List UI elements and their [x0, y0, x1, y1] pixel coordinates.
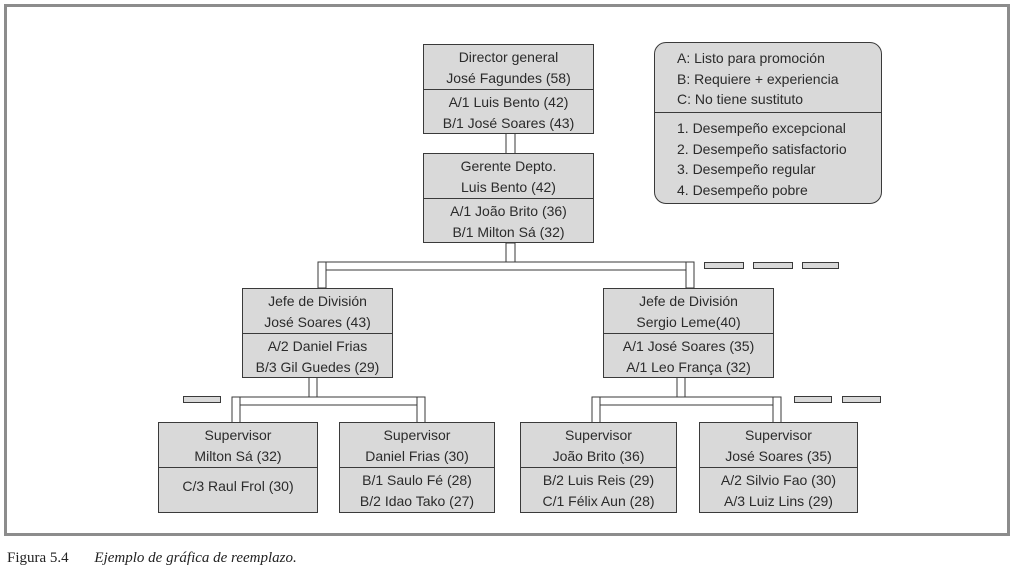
- candidate: C/3 Raul Frol (30): [182, 478, 294, 494]
- node-incumbent: Luis Bento (42): [461, 179, 556, 195]
- node-title: Jefe de División: [268, 293, 367, 309]
- connector-gerente-bar: [505, 242, 516, 263]
- caption-text: Ejemplo de gráfica de reemplazo.: [94, 550, 297, 566]
- candidate: B/1 Milton Sá (32): [452, 224, 565, 240]
- node-gerente-depto: Gerente Depto. Luis Bento (42) A/1 João …: [423, 153, 594, 243]
- legend-item: 4. Desempeño pobre: [677, 181, 808, 198]
- candidate: A/3 Luiz Lins (29): [724, 493, 833, 509]
- figure-caption: Figura 5.4 Ejemplo de gráfica de reempla…: [7, 550, 297, 567]
- candidate: A/2 Silvio Fao (30): [720, 472, 837, 488]
- candidate: B/2 Idao Tako (27): [359, 493, 475, 509]
- node-incumbent: Sergio Leme(40): [636, 314, 741, 330]
- connector-drop-jefe-right: [685, 261, 695, 289]
- candidate: A/1 José Soares (35): [622, 338, 755, 354]
- legend-readiness: A: Listo para promoción B: Requiere + ex…: [655, 43, 881, 113]
- node-title: Supervisor: [204, 427, 272, 443]
- connector-drop-sup4: [772, 396, 782, 424]
- legend-item: A: Listo para promoción: [677, 50, 825, 66]
- connector-drop-sup3: [591, 396, 601, 424]
- legend-item: C: No tiene sustituto: [677, 91, 804, 107]
- node-title: Supervisor: [745, 427, 812, 443]
- candidate: A/2 Daniel Frias: [267, 338, 368, 354]
- candidate: A/1 Luis Bento (42): [448, 94, 569, 110]
- legend-item: 1. Desempeño excepcional: [677, 120, 846, 136]
- node-title: Gerente Depto.: [460, 158, 557, 174]
- node-jefe-division-left: Jefe de División José Soares (43) A/2 Da…: [242, 288, 393, 378]
- connector-right-bar: [591, 396, 782, 406]
- node-incumbent: João Brito (36): [552, 448, 645, 464]
- node-incumbent: José Soares (35): [725, 448, 832, 464]
- continuation-dash: [802, 262, 839, 269]
- candidate: A/1 João Brito (36): [450, 203, 567, 219]
- node-supervisor-milton: Supervisor Milton Sá (32) C/3 Raul Frol …: [158, 422, 318, 513]
- caption-label: Figura 5.4: [7, 550, 69, 566]
- candidate: B/2 Luis Reis (29): [542, 472, 655, 488]
- node-title: Director general: [458, 49, 559, 65]
- continuation-dash: [704, 262, 744, 269]
- connector-jefe-left-bar: [308, 376, 318, 398]
- legend-performance: 1. Desempeño excepcional 2. Desempeño sa…: [655, 113, 881, 200]
- node-title: Jefe de División: [639, 293, 738, 309]
- legend-item: B: Requiere + experiencia: [677, 70, 839, 87]
- continuation-dash: [842, 396, 881, 403]
- connector-left-bar: [231, 396, 426, 406]
- legend-item: 2. Desempeño satisfactorio: [677, 140, 847, 157]
- connector-drop-jefe-left: [317, 261, 327, 289]
- candidate: B/3 Gil Guedes (29): [255, 359, 380, 375]
- node-title: Supervisor: [565, 427, 632, 443]
- candidate: B/1 Saulo Fé (28): [362, 472, 472, 488]
- connector-main-bar: [317, 261, 695, 271]
- node-incumbent: Milton Sá (32): [194, 448, 282, 464]
- continuation-dash: [753, 262, 793, 269]
- connector-jefe-right-bar: [676, 376, 686, 398]
- node-supervisor-joao: Supervisor João Brito (36) B/2 Luis Reis…: [520, 422, 677, 513]
- node-jefe-division-right: Jefe de División Sergio Leme(40) A/1 Jos…: [603, 288, 774, 378]
- candidate: A/1 Leo França (32): [626, 359, 751, 375]
- candidate: C/1 Félix Aun (28): [542, 493, 655, 509]
- connector-drop-sup1: [231, 396, 241, 424]
- continuation-dash: [183, 396, 221, 403]
- legend-item: 3. Desempeño regular: [677, 161, 816, 177]
- legend: A: Listo para promoción B: Requiere + ex…: [654, 42, 882, 204]
- node-supervisor-daniel: Supervisor Daniel Frias (30) B/1 Saulo F…: [339, 422, 495, 513]
- candidate: B/1 José Soares (43): [442, 115, 575, 131]
- node-title: Supervisor: [383, 427, 451, 443]
- node-director-general: Director general José Fagundes (58) A/1 …: [423, 44, 594, 134]
- connector-director-gerente: [505, 132, 516, 155]
- node-incumbent: Daniel Frias (30): [365, 448, 469, 464]
- node-incumbent: José Soares (43): [264, 314, 371, 330]
- node-incumbent: José Fagundes (58): [446, 70, 571, 86]
- connector-drop-sup2: [416, 396, 426, 424]
- node-supervisor-jose: Supervisor José Soares (35) A/2 Silvio F…: [699, 422, 858, 513]
- continuation-dash: [794, 396, 832, 403]
